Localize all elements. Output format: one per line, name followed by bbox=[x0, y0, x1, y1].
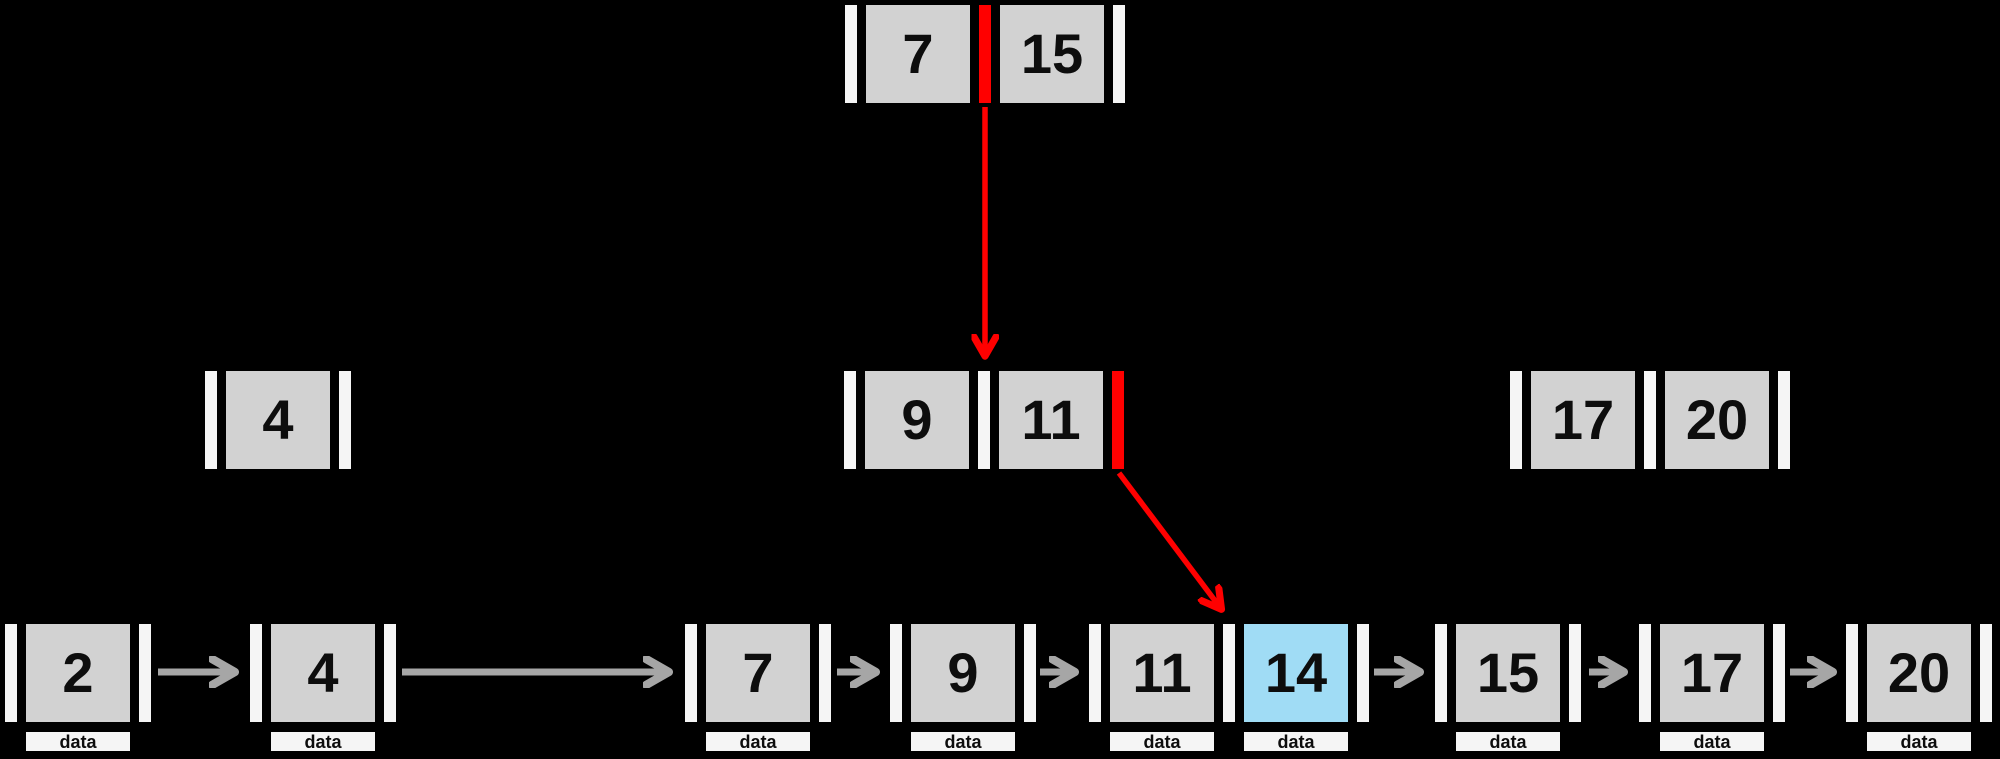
key-cell: 15 bbox=[998, 3, 1106, 105]
leaf-node: 2 data bbox=[3, 622, 153, 753]
data-record-box: data bbox=[909, 730, 1017, 753]
leaf-node: 15 data bbox=[1433, 622, 1583, 753]
active-pointer-slot bbox=[1110, 369, 1126, 471]
key-cell: 7 bbox=[864, 3, 972, 105]
data-record-box: data bbox=[1865, 730, 1973, 753]
data-record-box: data bbox=[704, 730, 812, 753]
leaf-key-unit: 14 data bbox=[1242, 622, 1350, 753]
pointer-slot bbox=[976, 369, 992, 471]
pointer-slot bbox=[248, 622, 264, 724]
leaf-key-unit: 17 data bbox=[1658, 622, 1766, 753]
leaf-node: 11 data 14 data bbox=[1087, 622, 1371, 753]
leaf-key-unit: 20 data bbox=[1865, 622, 1973, 753]
key-cell: 11 bbox=[1108, 622, 1216, 724]
pointer-slot bbox=[1508, 369, 1524, 471]
found-key-cell: 14 bbox=[1242, 622, 1350, 724]
pointer-slot bbox=[888, 622, 904, 724]
pointer-slot bbox=[1567, 622, 1583, 724]
search-arrow-middle-node-to-leaf bbox=[1116, 471, 1219, 606]
pointer-slot bbox=[683, 622, 699, 724]
pointer-slot bbox=[1776, 369, 1792, 471]
pointer-slot bbox=[843, 3, 859, 105]
pointer-slot bbox=[137, 622, 153, 724]
leaf-key-unit: 4 data bbox=[269, 622, 377, 753]
pointer-slot bbox=[842, 369, 858, 471]
leaf-node: 9 data bbox=[888, 622, 1038, 753]
internal-node-right: 17 20 bbox=[1508, 369, 1792, 471]
key-cell: 4 bbox=[269, 622, 377, 724]
data-record-box: data bbox=[1658, 730, 1766, 753]
key-cell: 11 bbox=[997, 369, 1105, 471]
leaf-key-unit: 11 data bbox=[1108, 622, 1216, 753]
key-cell: 15 bbox=[1454, 622, 1562, 724]
leaf-node: 7 data bbox=[683, 622, 833, 753]
pointer-slot bbox=[1022, 622, 1038, 724]
key-cell: 9 bbox=[909, 622, 1017, 724]
pointer-slot bbox=[3, 622, 19, 724]
pointer-slot bbox=[1642, 369, 1658, 471]
key-cell: 7 bbox=[704, 622, 812, 724]
pointer-slot bbox=[382, 622, 398, 724]
key-cell: 4 bbox=[224, 369, 332, 471]
internal-node-middle: 9 11 bbox=[842, 369, 1126, 471]
pointer-slot bbox=[1637, 622, 1653, 724]
data-record-box: data bbox=[1242, 730, 1350, 753]
data-record-box: data bbox=[1108, 730, 1216, 753]
data-record-box: data bbox=[24, 730, 132, 753]
data-record-box: data bbox=[1454, 730, 1562, 753]
leaf-node: 4 data bbox=[248, 622, 398, 753]
leaf-key-unit: 9 data bbox=[909, 622, 1017, 753]
leaf-node: 20 data bbox=[1844, 622, 1994, 753]
pointer-slot bbox=[1978, 622, 1994, 724]
leaf-key-unit: 15 data bbox=[1454, 622, 1562, 753]
key-cell: 17 bbox=[1529, 369, 1637, 471]
leaf-key-unit: 2 data bbox=[24, 622, 132, 753]
pointer-slot bbox=[1355, 622, 1371, 724]
data-record-box: data bbox=[269, 730, 377, 753]
pointer-slot bbox=[817, 622, 833, 724]
pointer-slot bbox=[1844, 622, 1860, 724]
pointer-slot bbox=[1433, 622, 1449, 724]
root-node: 7 15 bbox=[843, 3, 1127, 105]
key-cell: 2 bbox=[24, 622, 132, 724]
leaf-node: 17 data bbox=[1637, 622, 1787, 753]
pointer-slot bbox=[1111, 3, 1127, 105]
key-cell: 20 bbox=[1663, 369, 1771, 471]
pointer-slot bbox=[1087, 622, 1103, 724]
internal-node-left: 4 bbox=[203, 369, 353, 471]
pointer-slot bbox=[203, 369, 219, 471]
key-cell: 20 bbox=[1865, 622, 1973, 724]
pointer-slot bbox=[1771, 622, 1787, 724]
key-cell: 17 bbox=[1658, 622, 1766, 724]
key-cell: 9 bbox=[863, 369, 971, 471]
active-pointer-slot bbox=[977, 3, 993, 105]
leaf-key-unit: 7 data bbox=[704, 622, 812, 753]
pointer-slot bbox=[1221, 622, 1237, 724]
pointer-slot bbox=[337, 369, 353, 471]
